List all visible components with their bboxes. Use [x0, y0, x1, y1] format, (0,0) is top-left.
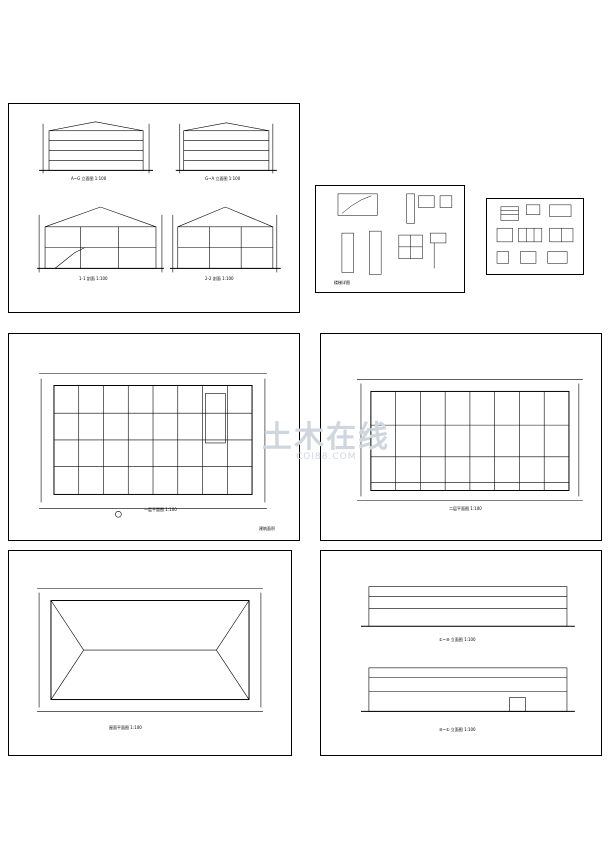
elevations-drawing	[360, 586, 575, 712]
sheet-details-small	[486, 198, 584, 275]
roof-drawing	[37, 588, 263, 712]
caption-elevation-1: ①~⑩ 立面图 1:100	[439, 637, 476, 642]
sheet-sections: A~G 立面图 1:100 G~A 立面图 1:100 1-1 剖面 1:100…	[8, 103, 300, 313]
details-drawing	[337, 193, 453, 275]
caption-stair-details: 楼梯详图	[334, 280, 350, 285]
floor1-note: 建筑面积	[259, 526, 275, 531]
caption-section-2: 2-2 剖面 1:100	[205, 276, 234, 281]
caption-section-1: 1-1 剖面 1:100	[79, 276, 108, 281]
caption-elevation-2: ⑩~① 立面图 1:100	[439, 727, 476, 732]
caption-floor1: 一层平面图 1:100	[144, 507, 177, 512]
floor1-drawing	[39, 373, 267, 518]
caption-floor2: 二层平面图 1:100	[449, 506, 482, 511]
sheet-roof: 屋面平面图 1:100	[8, 550, 292, 756]
sheet-elevations: ①~⑩ 立面图 1:100 ⑩~① 立面图 1:100	[320, 550, 602, 756]
sections-drawing	[37, 121, 281, 273]
caption-elevation-ag: A~G 立面图 1:100	[71, 176, 107, 181]
sheet-details: 楼梯详图	[315, 185, 465, 293]
caption-roof: 屋面平面图 1:100	[109, 725, 142, 730]
floor2-drawing	[357, 379, 583, 501]
sheet-floor2: 二层平面图 1:100	[320, 333, 602, 541]
door-window-drawing	[496, 204, 574, 264]
sheet-floor1: 一层平面图 1:100 建筑面积	[8, 333, 300, 541]
caption-elevation-ga: G~A 立面图 1:100	[205, 176, 241, 181]
